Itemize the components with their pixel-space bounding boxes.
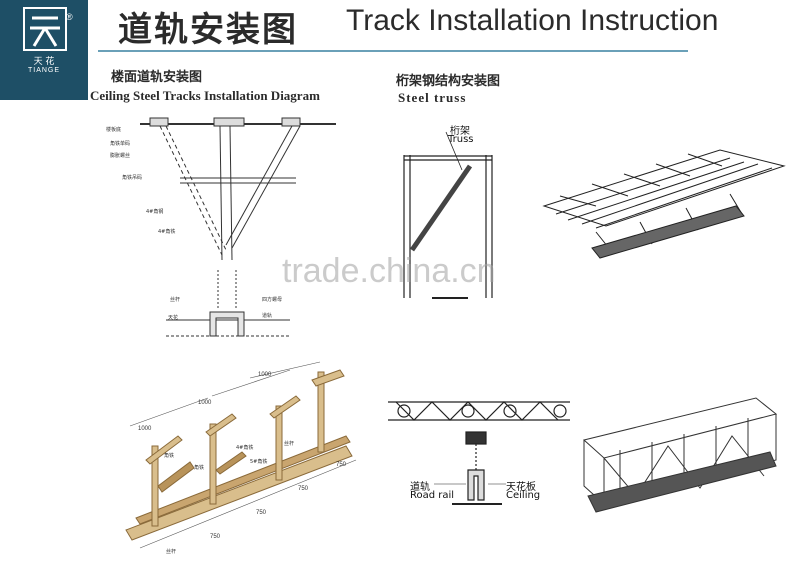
label-ceiling: 天花 [168,315,179,321]
truss-elevation [403,131,493,299]
truss-section-title-cn: 桁架钢结构安装图 [396,74,501,89]
dim-750-b: 750 [298,486,309,492]
rail-label-cn: 道轨 [410,482,430,493]
ceiling-section-title-cn: 楼面道轨安装图 [111,70,203,85]
logo-emblem-icon [23,7,67,51]
label-square-nut: 四方螺母 [262,297,283,303]
ceiling-label-en: Ceiling [506,490,541,501]
dim-750-a: 750 [336,462,347,468]
label-angle-bracket: 角铁单码 [110,141,131,147]
wood-label-rod-1: 丝杆 [284,441,295,447]
dim-1000-a: 1000 [138,426,152,432]
wood-label-angle-2: 角铁 [194,465,205,471]
truss-label-en: Truss [448,134,474,145]
wood-frame-drawing [125,369,353,541]
ceiling-section-title-en: Ceiling Steel Tracks Installation Diagra… [90,88,320,103]
dim-1000-c: 1000 [258,372,272,378]
truss-box-perspective [582,397,778,513]
label-floor-slab: 楼板底 [106,127,122,133]
label-threaded-rod: 丝杆 [170,297,181,303]
brand-logo: ® 天 花 TIANGE [0,0,88,100]
dim-1000-b: 1000 [198,400,212,406]
rail-label-en: Road rail [410,490,455,501]
rail-truss-detail [388,401,570,505]
ceiling-label-cn: 天花板 [506,482,536,493]
logo-text-cn: 天 花 [33,57,55,67]
wood-label-rod-2: 丝杆 [166,549,177,555]
ceiling-track-diagram [140,117,336,337]
label-angle-steel: 4#角钢 [146,209,164,215]
label-angle-iron: 4#角铁 [158,229,176,235]
wood-dimension-lines [129,361,357,549]
title-divider [98,50,688,52]
dim-750-d: 750 [210,534,221,540]
logo-text-en: TIANGE [27,67,61,74]
truss-label-cn: 桁架 [450,126,470,137]
wood-label-5-angle: 5#角铁 [250,459,268,465]
watermark: trade.china.cn [282,252,496,290]
page-title-en: Track Installation Instruction [346,4,719,37]
label-track: 道轨 [262,313,273,319]
wood-label-4-angle: 4#角铁 [236,445,254,451]
label-hanger-bracket: 角铁吊码 [122,175,143,181]
truss-section-title-en: Steel truss [398,90,467,105]
page-title-cn: 道轨安装图 [118,10,298,50]
label-expansion-bolt: 膨胀螺丝 [110,153,131,159]
dim-750-c: 750 [256,510,267,516]
wood-label-angle-1: 角铁 [164,453,175,459]
registered-mark: ® [66,12,73,22]
truss-perspective [542,149,786,259]
